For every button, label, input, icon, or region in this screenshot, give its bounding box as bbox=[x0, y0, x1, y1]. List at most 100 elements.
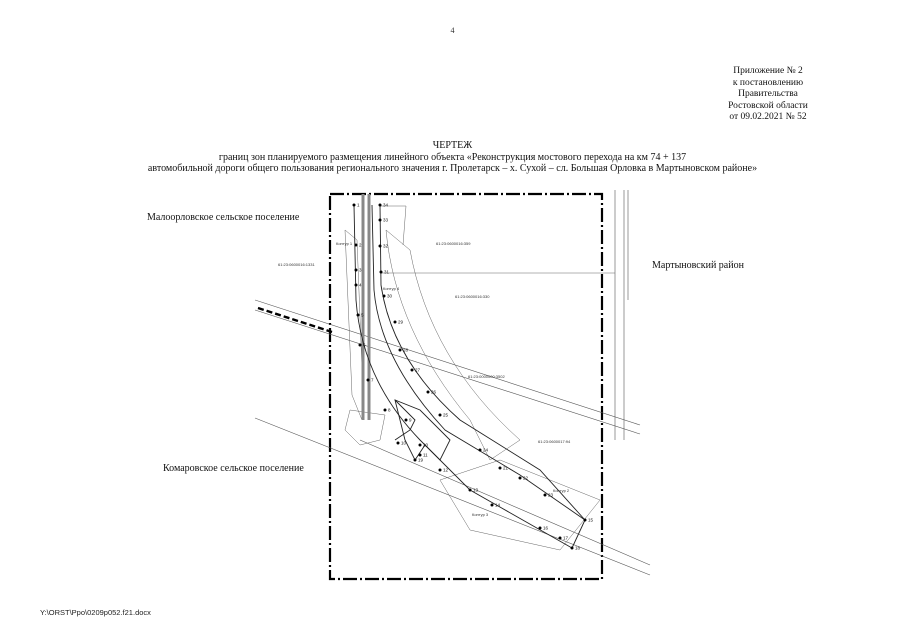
vertex-point bbox=[354, 268, 358, 272]
cadastral-label: 61:23:0600016:359 bbox=[436, 241, 471, 246]
parcel-outline bbox=[385, 229, 521, 461]
vertex-point bbox=[438, 413, 442, 417]
vertex-label: 30 bbox=[387, 294, 393, 299]
cadastral-label: 61:23:0000000:3502 bbox=[468, 374, 505, 379]
vertex-point bbox=[393, 320, 397, 324]
road-edge-line bbox=[359, 439, 651, 566]
page-number: 4 bbox=[450, 26, 455, 35]
vertex-label: 20 bbox=[423, 443, 429, 448]
vertex-label: 4 bbox=[359, 283, 362, 288]
vertex-point bbox=[438, 468, 442, 472]
contour-label: Контур 2 bbox=[553, 488, 570, 493]
cadastral-label: 61:23:0600017:94 bbox=[538, 439, 571, 444]
vertex-point bbox=[410, 368, 414, 372]
vertex-point bbox=[543, 493, 547, 497]
vertex-label: 28 bbox=[403, 348, 409, 353]
vertex-label: 23 bbox=[548, 493, 554, 498]
vertex-point bbox=[498, 466, 502, 470]
vertex-group: 1234567891011121314151617181920212223242… bbox=[352, 203, 594, 551]
vertex-label: 7 bbox=[371, 378, 374, 383]
railway-line bbox=[254, 299, 641, 426]
contour-label: Контур 3 bbox=[472, 512, 489, 517]
vertex-label: 9 bbox=[409, 418, 412, 423]
vertex-point bbox=[379, 270, 383, 274]
vertex-point bbox=[518, 476, 522, 480]
vertex-point bbox=[583, 518, 587, 522]
region-label-komarovskoe: Комаровское сельское поселение bbox=[163, 463, 304, 474]
vertex-label: 12 bbox=[443, 468, 449, 473]
vertex-label: 16 bbox=[543, 526, 549, 531]
cadastral-label: 61:23:0600016:330 bbox=[455, 294, 490, 299]
title-line: границ зон планируемого размещения линей… bbox=[218, 151, 687, 163]
vertex-label: 15 bbox=[588, 518, 594, 523]
contour-label: Контур 1 bbox=[336, 241, 353, 246]
region-label-maloorlovskoe: Малоорловское сельское поселение bbox=[147, 212, 300, 223]
vertex-label: 26 bbox=[431, 390, 437, 395]
appendix-line: Правительства bbox=[738, 89, 798, 99]
planned-zone-border bbox=[379, 204, 586, 521]
region-label-martynovsky: Мартыновский район bbox=[652, 260, 744, 271]
vertex-label: 18 bbox=[575, 546, 581, 551]
vertex-point bbox=[354, 283, 358, 287]
vertex-label: 25 bbox=[443, 413, 449, 418]
vertex-label: 32 bbox=[383, 244, 389, 249]
planned-zone-border bbox=[371, 204, 586, 521]
vertex-label: 8 bbox=[388, 408, 391, 413]
planned-zone-border bbox=[394, 399, 451, 461]
vertex-point bbox=[418, 443, 422, 447]
appendix-line: к постановлению bbox=[732, 77, 804, 88]
planned-zone-border bbox=[353, 204, 573, 549]
vertex-label: 24 bbox=[483, 448, 489, 453]
parcel-outline bbox=[439, 459, 601, 551]
vertex-point bbox=[413, 458, 417, 462]
vertex-point bbox=[356, 313, 360, 317]
vertex-point bbox=[378, 244, 382, 248]
parcel-outline bbox=[344, 229, 364, 421]
file-path-footer: Y:\ORST\Ppo\0209p052.f21.docx bbox=[40, 608, 151, 617]
vertex-label: 1 bbox=[357, 203, 360, 208]
vertex-label: 10 bbox=[401, 441, 407, 446]
vertex-point bbox=[570, 546, 574, 550]
vertex-point bbox=[404, 418, 408, 422]
vertex-point bbox=[378, 203, 382, 207]
vertex-label: 3 bbox=[359, 268, 362, 273]
vertex-label: 14 bbox=[495, 503, 501, 508]
title-heading: ЧЕРТЕЖ bbox=[432, 140, 473, 151]
title-line: автомобильной дороги общего пользования … bbox=[147, 163, 758, 174]
appendix-line: Ростовской области bbox=[728, 100, 808, 111]
drawing-title: ЧЕРТЕЖ границ зон планируемого размещени… bbox=[0, 140, 905, 175]
vertex-point bbox=[468, 488, 472, 492]
external-boundary-segment bbox=[257, 306, 333, 334]
parcel-boundary-line bbox=[402, 205, 407, 246]
contour-label: Контур 4 bbox=[383, 286, 400, 291]
vertex-point bbox=[382, 294, 386, 298]
appendix-line: Приложение № 2 bbox=[733, 66, 803, 76]
vertex-point bbox=[538, 526, 542, 530]
vertex-label: 2 bbox=[359, 243, 362, 248]
vertex-label: 22 bbox=[523, 476, 529, 481]
vertex-label: 31 bbox=[384, 270, 390, 275]
railway-line bbox=[254, 309, 641, 435]
vertex-label: 5 bbox=[361, 313, 364, 318]
vertex-point bbox=[558, 536, 562, 540]
vertex-label: 11 bbox=[423, 453, 428, 458]
cadastral-label: 61:23:0600016:1331 bbox=[278, 262, 315, 267]
zone-boundary-frame bbox=[328, 192, 604, 581]
vertex-point bbox=[383, 408, 387, 412]
vertex-label: 17 bbox=[563, 536, 569, 541]
vertex-point bbox=[426, 390, 430, 394]
vertex-label: 29 bbox=[398, 320, 404, 325]
vertex-label: 6 bbox=[363, 343, 366, 348]
vertex-point bbox=[490, 503, 494, 507]
road-edge-line bbox=[254, 417, 651, 576]
vertex-label: 13 bbox=[473, 488, 479, 493]
vertex-point bbox=[418, 453, 422, 457]
vertex-label: 34 bbox=[383, 203, 389, 208]
vertex-point bbox=[352, 203, 356, 207]
parcel-outline bbox=[344, 409, 386, 446]
vertex-label: 21 bbox=[503, 466, 509, 471]
appendix-block: Приложение № 2 к постановлению Правитель… bbox=[713, 66, 823, 124]
vertex-point bbox=[378, 218, 382, 222]
vertex-point bbox=[478, 448, 482, 452]
vertex-label: 33 bbox=[383, 218, 389, 223]
